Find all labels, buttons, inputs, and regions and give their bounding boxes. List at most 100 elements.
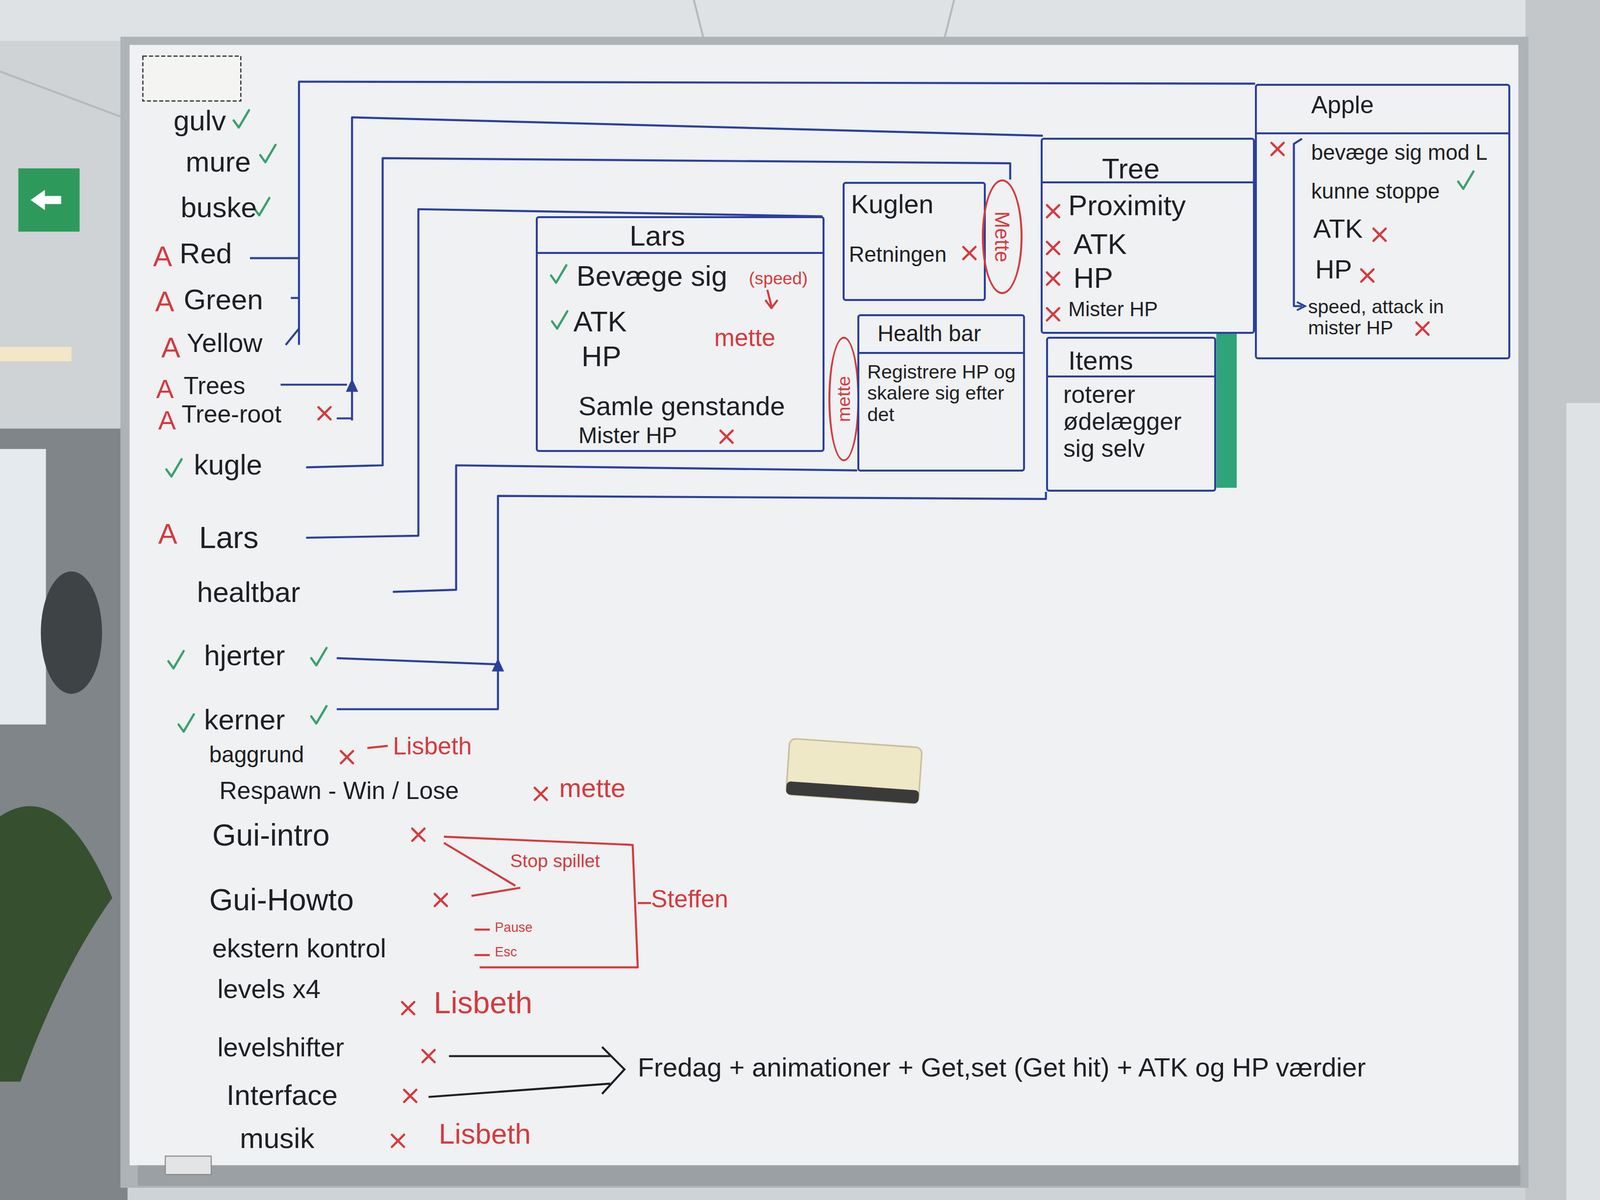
task-item: hjerter [203, 639, 285, 672]
box-heading: Items [1068, 346, 1133, 376]
tile-line [694, 0, 705, 41]
exit-sign [18, 168, 80, 232]
box-heading: Lars [629, 220, 685, 252]
arrow-head [491, 658, 504, 672]
box-text: roterer ødelægger sig selv [1063, 381, 1212, 463]
assignee-oval: mette [828, 336, 859, 462]
wall [1525, 0, 1600, 1200]
task-item: musik [239, 1122, 315, 1154]
arrow-head [1297, 301, 1306, 311]
box-text: HP [1073, 262, 1114, 294]
class-box: KuglenRetningen [842, 181, 986, 302]
box-text: ATK [573, 305, 627, 338]
heading-rule [1048, 375, 1215, 378]
task-item: levels x4 [217, 974, 321, 1004]
task-item: Red [179, 237, 232, 270]
leader-lines [250, 81, 1302, 710]
status-letter: A [158, 518, 178, 550]
task-item: Green [183, 283, 264, 316]
class-box: Applebevæge sig mod Lkunne stoppeATKHPsp… [1254, 83, 1510, 360]
pole [1566, 402, 1600, 1200]
heading-rule [859, 351, 1024, 354]
class-box: TreeProximityATKHP Mister HP [1040, 137, 1255, 334]
window [0, 449, 47, 725]
task-item: Gui-intro [212, 818, 330, 852]
class-box: Health barRegistrere HP og skalere sig e… [857, 314, 1026, 472]
task-item: Yellow [186, 328, 263, 358]
assignee-name: Lisbeth [438, 1118, 531, 1150]
tile-line [0, 71, 123, 118]
box-text: Mette [990, 211, 1014, 263]
assignee-oval: Mette [981, 179, 1023, 294]
box-text: Kuglen [850, 189, 934, 220]
tile-line [944, 0, 955, 41]
task-item: kerner [203, 703, 285, 736]
task-item: Tree-root [181, 400, 282, 428]
note-text: Fredag + animationer + Get,set (Get hit)… [637, 1052, 1366, 1083]
task-item: healtbar [197, 576, 301, 608]
checkmarks [166, 110, 1474, 732]
status-letter: A [154, 285, 175, 318]
status-letter: A [158, 405, 176, 436]
task-item: Gui-Howto [209, 882, 354, 917]
sticker [142, 55, 241, 101]
box-text: Esc [495, 945, 518, 960]
box-text: mette [833, 375, 854, 423]
task-item: Respawn - Win / Lose [219, 777, 459, 805]
board-surface [129, 45, 1519, 1166]
ceiling-tiles [0, 0, 1600, 41]
board-frame [120, 36, 1529, 1188]
box-text: Mister HP [578, 423, 677, 449]
ceiling-light [0, 347, 72, 362]
status-letter: A [161, 331, 181, 364]
eraser [785, 738, 923, 804]
task-item: Interface [226, 1079, 338, 1111]
box-text: HP [1315, 254, 1352, 285]
box-text: Bevæge sig [576, 260, 728, 292]
box-text: ATK [1313, 214, 1363, 244]
box-text: speed, attack in mister HP [1307, 296, 1502, 339]
task-item: levelshifter [217, 1032, 345, 1063]
heading-rule [537, 251, 823, 254]
task-item: kugle [194, 449, 263, 481]
task-item: baggrund [209, 742, 304, 768]
arrow-head [346, 378, 359, 392]
box-text: Samle genstande [578, 391, 785, 422]
x-marks [318, 142, 1429, 1147]
marker-bar [1216, 332, 1237, 488]
assignee-name: Steffen [650, 885, 728, 913]
box-text: HP [581, 340, 622, 373]
box-text: bevæge sig mod L [1311, 140, 1488, 165]
task-item: Trees [183, 372, 246, 400]
box-heading: Health bar [877, 321, 981, 347]
assignee-name: Lisbeth [392, 732, 472, 760]
assignee-name: mette [559, 773, 626, 803]
task-item: Lars [199, 520, 259, 555]
box-text: Proximity [1068, 189, 1186, 222]
box-text: Mister HP [1068, 298, 1158, 321]
group-bracket: Stop spilletPauseEsc [479, 845, 631, 966]
class-box: Items roterer ødelægger sig selv [1046, 336, 1217, 492]
task-item: mure [185, 146, 251, 178]
status-letter: A [152, 240, 173, 273]
assignee-name: Lisbeth [433, 985, 533, 1020]
box-text: ATK [1073, 228, 1127, 260]
marker-tray [137, 1165, 1521, 1186]
box-text: Registrere HP og skalere sig efter det [867, 361, 1021, 426]
task-item: ekstern kontrol [212, 933, 387, 964]
status-letter: A [155, 374, 174, 404]
box-text: Pause [495, 920, 533, 936]
board-label [165, 1155, 212, 1175]
box-heading: Tree [1101, 152, 1160, 185]
box-text: mette [714, 324, 776, 352]
class-box: LarsBevæge sig (speed) ATK metteHP Samle gen… [535, 216, 825, 452]
task-item: buske [180, 191, 257, 224]
double-arrow [428, 1047, 625, 1098]
box-heading: Apple [1311, 91, 1375, 119]
box-text: Stop spillet [510, 850, 600, 872]
box-text: (speed) [749, 269, 808, 289]
heading-rule [1256, 132, 1508, 135]
task-item: gulv [173, 104, 226, 137]
